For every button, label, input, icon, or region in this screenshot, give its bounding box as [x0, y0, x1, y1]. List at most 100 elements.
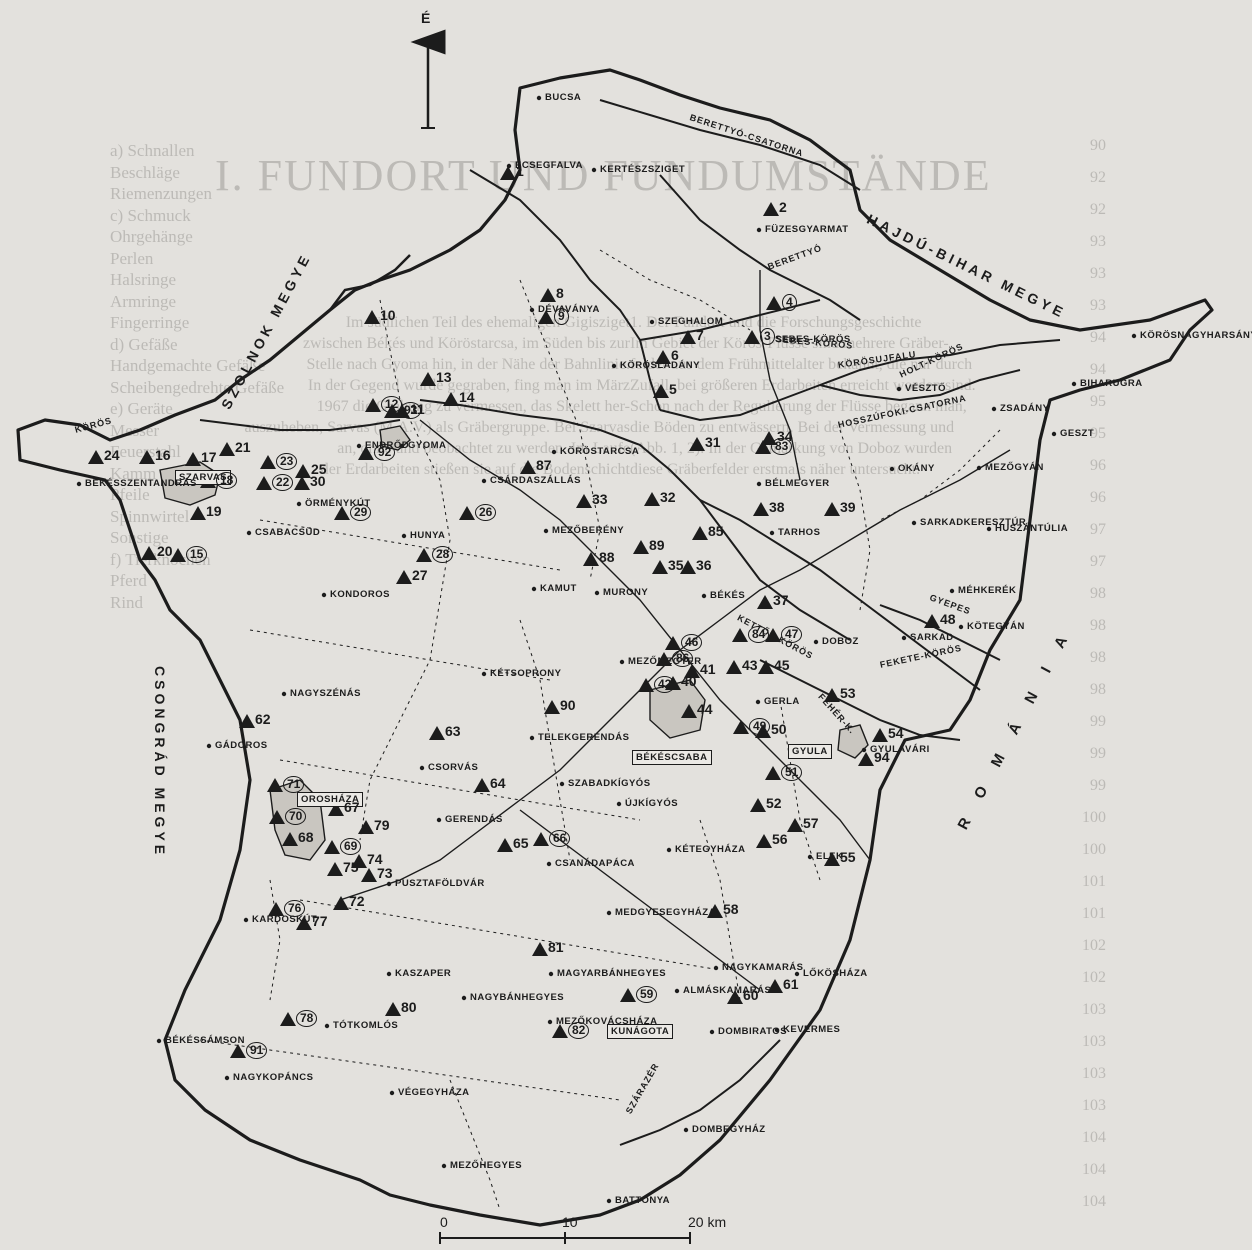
village-dot — [321, 592, 327, 598]
site-number: 19 — [206, 503, 222, 519]
site-triangle — [824, 688, 840, 702]
site-number: 31 — [705, 434, 721, 450]
place-label: GÁDOROS — [215, 740, 268, 751]
village-dot — [76, 481, 82, 487]
site-triangle — [333, 896, 349, 910]
county-boundary — [16, 68, 1214, 1227]
site-triangle — [533, 832, 549, 846]
site-number: 39 — [840, 499, 856, 515]
place-label: BÉLMEGYER — [765, 478, 830, 489]
village-dot — [356, 443, 362, 449]
village-dot — [506, 163, 512, 169]
site-triangle — [170, 548, 186, 562]
place-label: MEZŐKOVÁCSHÁZA — [556, 1016, 658, 1027]
place-label: KÉTSOPRONY — [490, 668, 562, 679]
place-label: MEDGYESEGYHÁZA — [615, 907, 716, 918]
site-number: 14 — [459, 389, 475, 405]
site-number: 21 — [235, 439, 251, 455]
site-number: 86 — [672, 650, 694, 667]
site-triangle — [684, 664, 700, 678]
site-number: 94 — [874, 749, 890, 765]
village-dot — [461, 995, 467, 1001]
site-triangle — [758, 660, 774, 674]
site-triangle — [219, 442, 235, 456]
site-triangle — [185, 452, 201, 466]
place-label: CSABACSÜD — [255, 527, 321, 538]
site-number: 27 — [412, 567, 428, 583]
village-dot — [281, 691, 287, 697]
village-dots — [76, 95, 1137, 1204]
place-label: DÉVAVÁNYA — [538, 304, 600, 315]
place-label: KÖRÖSNAGYHARSÁNY — [1140, 330, 1252, 341]
site-triangle — [652, 560, 668, 574]
village-dot — [324, 1023, 330, 1029]
site-triangle — [532, 942, 548, 956]
place-label: SZEGHALOM — [658, 316, 724, 327]
place-label: MEZŐMEGYER — [628, 656, 702, 667]
place-label: KARDOSKÚT — [252, 914, 318, 925]
village-dot — [1071, 381, 1077, 387]
site-number: 5 — [669, 381, 677, 397]
site-triangle — [583, 552, 599, 566]
village-dot — [296, 501, 302, 507]
place-label: KÖRÖSLADÁNY — [620, 360, 700, 371]
site-number: 80 — [401, 999, 417, 1015]
site-number: 92 — [374, 444, 396, 461]
site-number: 46 — [681, 634, 703, 651]
village-dot — [389, 1090, 395, 1096]
site-number: 56 — [772, 831, 788, 847]
site-triangle — [88, 450, 104, 464]
site-number: 1 — [516, 163, 524, 179]
village-dot — [901, 635, 907, 641]
site-number: 83 — [771, 438, 793, 455]
site-number: 33 — [592, 491, 608, 507]
place-label: TELEKGERENDÁS — [538, 732, 630, 743]
site-number: 29 — [350, 504, 372, 521]
place-label: TARHOS — [778, 527, 821, 538]
site-triangle — [638, 678, 654, 692]
site-number: 28 — [432, 546, 454, 563]
site-triangle — [269, 810, 285, 824]
village-dot — [606, 1198, 612, 1204]
site-triangle — [680, 560, 696, 574]
place-label: GERLA — [764, 696, 800, 707]
village-dot — [774, 1027, 780, 1033]
place-label: BÉKÉSSÁMSON — [165, 1035, 245, 1046]
village-dot — [531, 586, 537, 592]
town-areas — [159, 425, 869, 861]
site-number: 13 — [436, 369, 452, 385]
village-dot — [1051, 431, 1057, 437]
place-label: FÜZESGYARMAT — [765, 224, 849, 235]
village-dot — [536, 95, 542, 101]
site-triangle — [358, 446, 374, 460]
place-label: NAGYKOPÁNCS — [233, 1072, 314, 1083]
place-label: GYOMA — [408, 440, 447, 451]
site-triangle — [680, 330, 696, 344]
village-dot — [529, 307, 535, 313]
site-triangle — [665, 636, 681, 650]
site-number: 93 — [400, 402, 422, 419]
site-triangle — [757, 595, 773, 609]
place-label: ZSADÁNY — [1000, 403, 1050, 414]
village-dot — [386, 881, 392, 887]
site-number: 75 — [343, 859, 359, 875]
site-triangle — [361, 868, 377, 882]
place-label: SARKADKERESZTÚR — [920, 517, 1027, 528]
village-dot — [559, 781, 565, 787]
village-dot — [991, 406, 997, 412]
village-dot — [794, 971, 800, 977]
site-triangle — [365, 398, 381, 412]
place-label: NAGYSZÉNÁS — [290, 688, 361, 699]
village-dot — [399, 443, 405, 449]
site-triangle — [334, 506, 350, 520]
site-number: 85 — [708, 523, 724, 539]
village-dot — [594, 590, 600, 596]
place-label: ALMÁSKAMARÁS — [683, 985, 772, 996]
site-number: 43 — [742, 657, 758, 673]
site-number: 2 — [779, 199, 787, 215]
site-triangle — [872, 728, 888, 742]
place-label: BÉKÉSCSABA — [632, 750, 712, 765]
place-label: KUNÁGOTA — [607, 1024, 674, 1039]
site-triangle — [538, 310, 554, 324]
place-label: SEBES-KÖRÖS — [775, 334, 851, 345]
